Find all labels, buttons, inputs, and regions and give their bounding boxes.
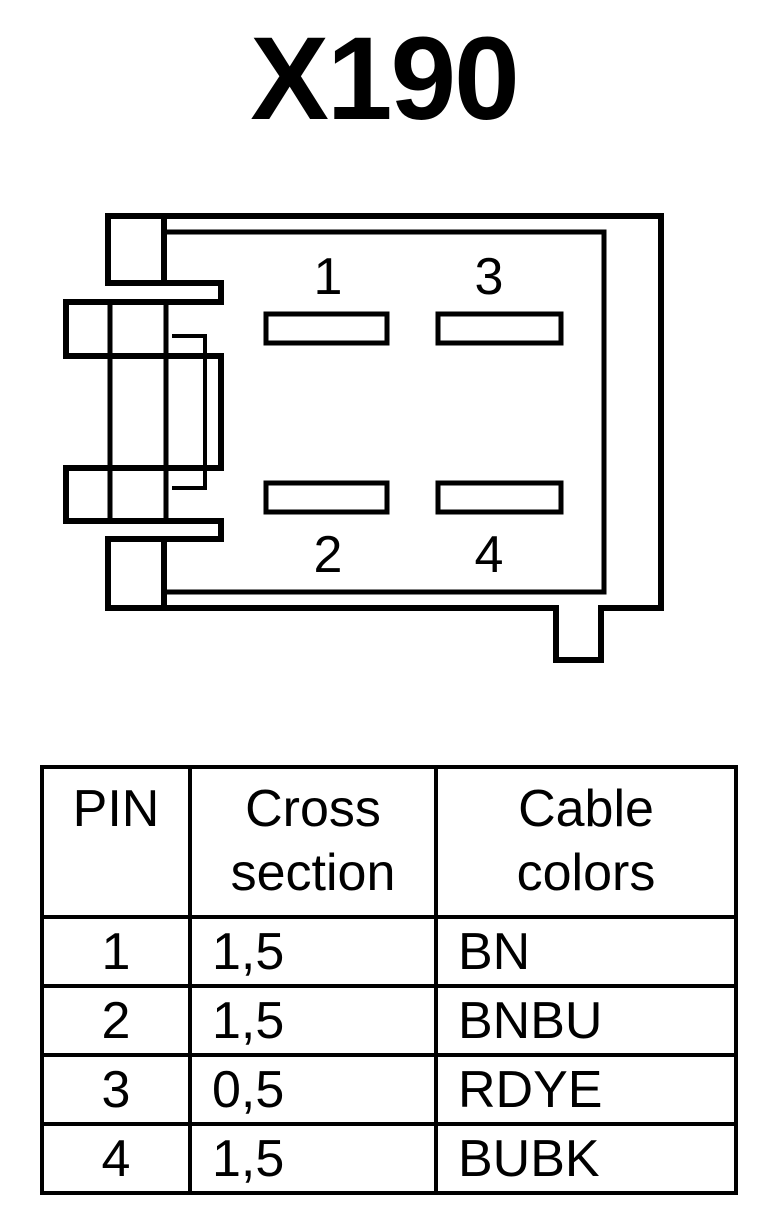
table-row: 1 1,5 BN [40,915,738,988]
cell-pin: 1 [40,915,192,988]
pin-assignment-table: PIN Cross section Cable colors 1 1,5 BN … [40,765,738,1195]
contact-slot-pin-3 [435,311,564,346]
cell-cable-color: BN [434,915,738,988]
header-cross-section-line-2: section [230,844,396,902]
cell-cross-section: 1,5 [188,915,438,988]
header-cable-colors-line-1: Cable [518,780,654,838]
header-cross-section: Cross section [188,765,438,919]
header-pin-label: PIN [72,780,160,838]
pin-label-1: 1 [314,248,343,306]
latch-inner-bracket [172,334,207,490]
cell-cable-color: BUBK [434,1122,738,1195]
cell-pin: 3 [40,1053,192,1126]
table-row: 2 1,5 BNBU [40,984,738,1057]
connector-housing-outline [63,213,664,663]
connector-title: X190 [250,13,520,145]
header-pin: PIN [40,765,192,919]
cell-cross-section: 1,5 [188,1122,438,1195]
table-header-row: PIN Cross section Cable colors [40,765,738,919]
header-cable-colors-line-2: colors [516,844,656,902]
pin-label-3: 3 [475,248,504,306]
connector-diagram: 1 3 2 4 [63,213,664,663]
contact-slot-pin-4 [435,480,564,515]
cell-cross-section: 1,5 [188,984,438,1057]
pin-label-2: 2 [314,526,343,584]
cell-cable-color: RDYE [434,1053,738,1126]
contact-slot-pin-2 [263,480,390,515]
cell-cross-section: 0,5 [188,1053,438,1126]
contact-slot-pin-1 [263,311,390,346]
connector-inner-wall [164,229,607,595]
table-row: 3 0,5 RDYE [40,1053,738,1126]
pin-label-4: 4 [475,526,504,584]
cell-pin: 2 [40,984,192,1057]
table-row: 4 1,5 BUBK [40,1122,738,1195]
header-cable-colors: Cable colors [434,765,738,919]
header-cross-section-line-1: Cross [245,780,381,838]
cell-cable-color: BNBU [434,984,738,1057]
cell-pin: 4 [40,1122,192,1195]
